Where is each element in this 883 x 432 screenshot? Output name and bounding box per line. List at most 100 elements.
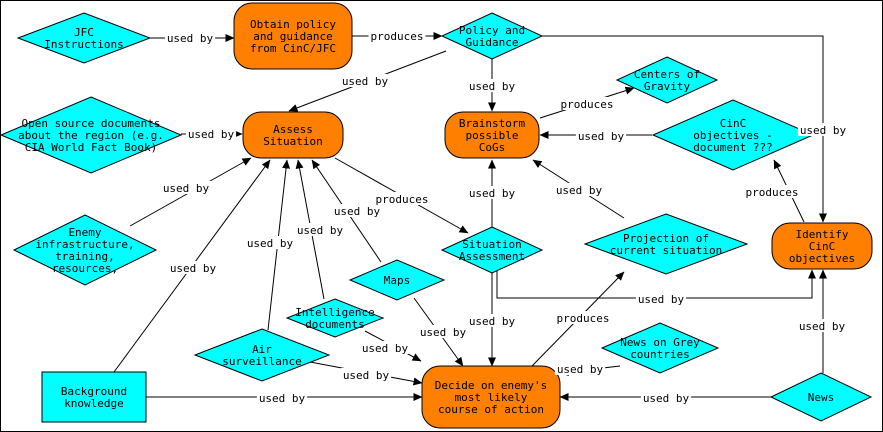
edge-label-background [340,368,392,381]
node-label-line: from CinC/JFC [250,42,336,55]
info-diamond-shape [285,298,385,338]
edge-label-group: used by [244,236,296,250]
edge-label-background [575,129,627,142]
edge-label-group: produces [368,29,426,43]
edge-label-group: used by [331,204,383,218]
edge-label: used by [342,75,389,88]
process-rounded-rect-shape [771,222,873,270]
edge-label-background [640,391,692,404]
info-diamond-shape [440,12,544,60]
node-label-line: Instructions [44,38,123,51]
node-label-line: knowledge [64,397,124,410]
edge-label-group: used by [640,391,692,405]
edge-label: used by [578,130,625,143]
edge-label: used by [297,224,344,237]
info-diamond-shape [615,56,719,104]
node-label-line: resources, [52,262,118,275]
info-diamond-shape [0,96,183,174]
edge-label-background [466,79,518,92]
edge-label-group: used by [164,31,216,45]
edge-label: used by [167,32,214,45]
edge-label-background [466,314,518,327]
edge-policy-to-identify [541,35,827,223]
node-label-line: objectives - [693,129,772,142]
node-label-line: CIA World Fact Book) [25,141,157,154]
edge-label-group: used by [466,79,518,93]
node-label-line: document ??? [693,141,772,154]
edge-label-group: used by [167,261,219,275]
node-label-line: Gravity [644,80,691,93]
node-label-line: Intelligence [295,306,374,319]
edge-label: used by [556,184,603,197]
node-label-line: JFC [74,26,94,39]
edge-label: used by [469,80,516,93]
node-label-line: course of action [438,403,544,416]
edge-label-group: produces [554,311,612,325]
edge-label-group: used by [554,362,606,376]
node-label-line: Enemy [68,226,101,239]
edge-label: used by [799,320,846,333]
edge-label-background [743,185,801,198]
edge-label-group: used by [553,183,605,197]
edge-label-background [256,391,308,404]
edge-label-group: used by [797,123,849,137]
edge-label-background [635,292,687,305]
node-label-line: Background [61,385,127,398]
edge-label-background [373,192,431,205]
edge-label-group: used by [185,127,237,141]
node-label-line: Policy and [459,24,525,37]
node-label-line: current situation [610,244,723,257]
node-label-line: Brainstorm [459,117,526,130]
node-label-line: CinC [809,240,836,253]
info-diamond-shape [440,226,544,274]
process-rounded-rect-shape [233,2,353,70]
edge-label-background [797,123,849,136]
edge-label-background [417,325,469,338]
edge-label-group: produces [743,185,801,199]
node-label-line: and guidance [253,30,332,43]
edge-label-background [558,97,616,110]
node-label-line: infrastructure, [35,238,134,251]
edge-label-group: used by [575,129,627,143]
edge-label-group: used by [466,186,518,200]
edge-label-background [796,319,848,332]
edge-label: used by [469,187,516,200]
node-label-line: Air [252,343,272,356]
node-label-line: Guidance [466,36,519,49]
edge-label-group: used by [294,223,346,237]
edge-label: used by [638,293,685,306]
node-label-line: countries [630,348,690,361]
process-rounded-rect-shape [444,111,540,159]
edge-label: produces [376,193,429,206]
node-label-line: possible [466,129,519,142]
edge-label-group: used by [256,391,308,405]
edge-label-background [554,362,606,375]
node-maps[interactable]: Maps [348,259,446,301]
node-label-line: News on Grey [620,336,700,349]
edge-label: produces [746,186,799,199]
edge-label: produces [561,98,614,111]
node-news[interactable]: News [769,372,873,422]
edge-label-background [553,183,605,196]
node-label-line: Maps [384,274,411,287]
